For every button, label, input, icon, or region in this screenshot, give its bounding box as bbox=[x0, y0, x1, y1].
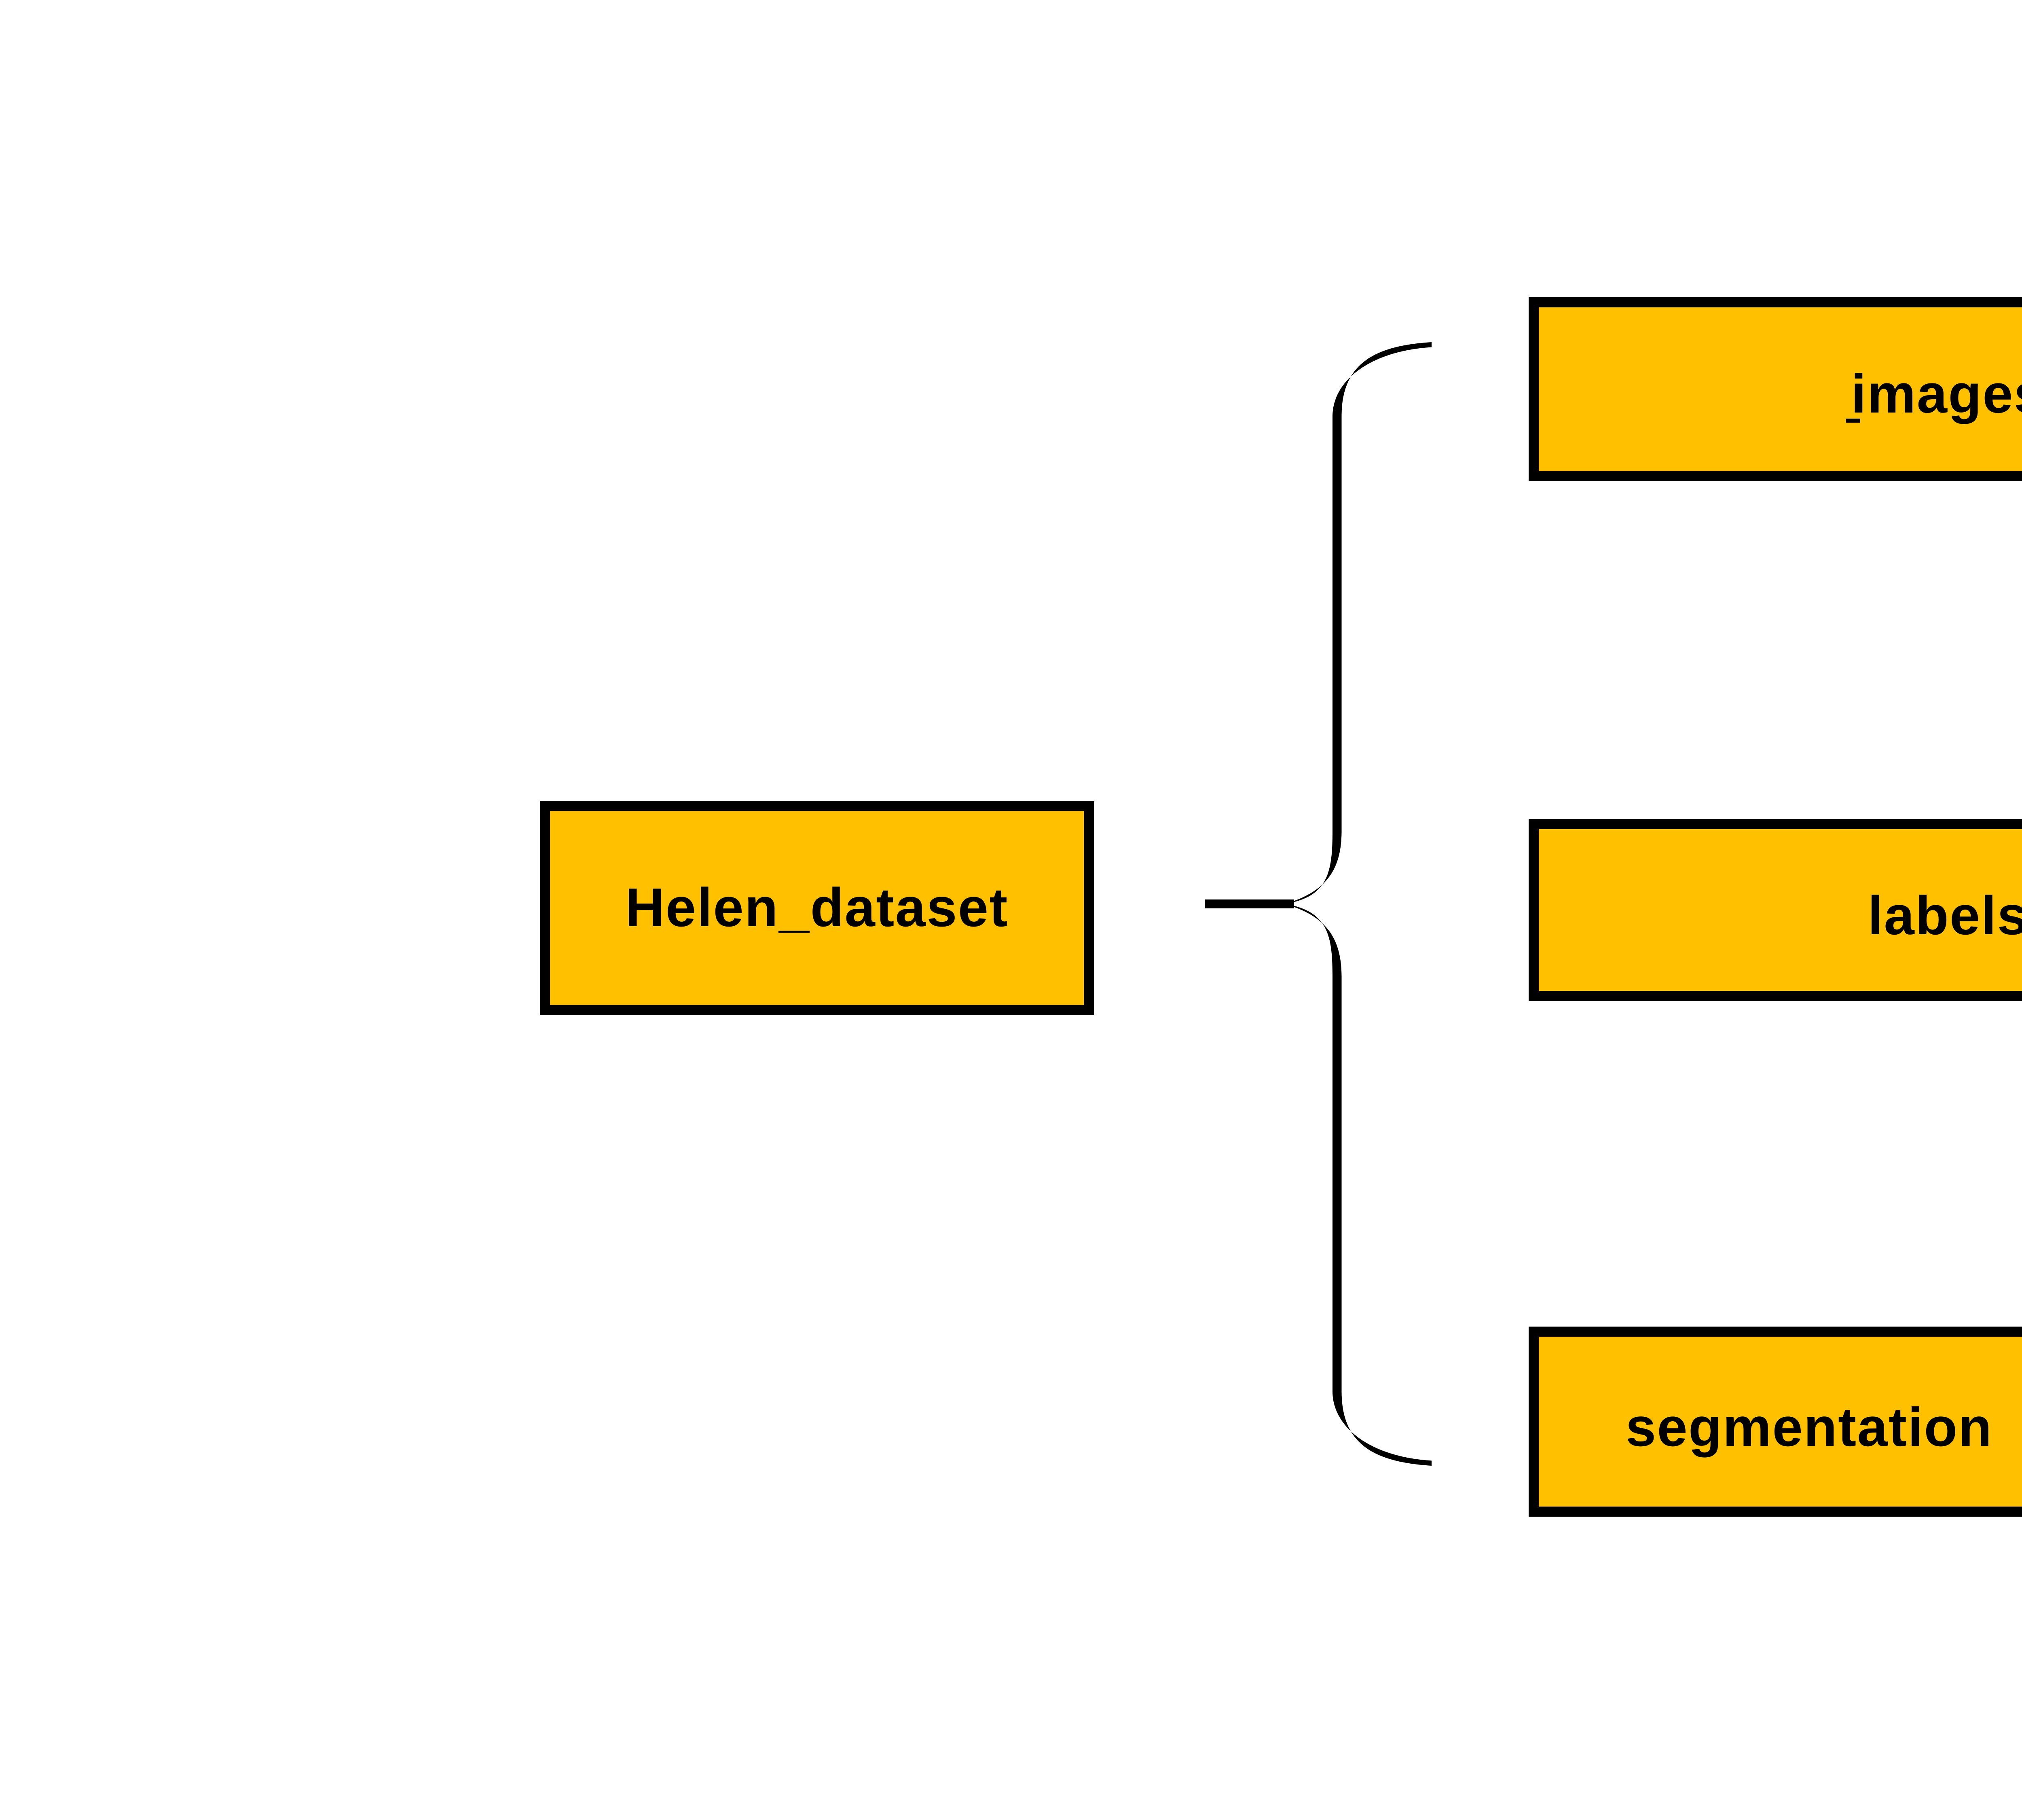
node-segmentation-label: segmentation（生成的人脸分割） bbox=[1625, 1396, 2022, 1457]
node-helen-dataset: Helen_dataset bbox=[540, 801, 1094, 1015]
node-images-label-rest: mages（原图） bbox=[1867, 364, 2022, 425]
node-segmentation: segmentation（生成的人脸分割） bbox=[1529, 1327, 2022, 1517]
node-helen-dataset-label: Helen_dataset bbox=[625, 876, 1009, 938]
node-images: images（原图） bbox=[1529, 297, 2022, 481]
connector-line bbox=[1205, 899, 1294, 908]
underlined-letter-i: i bbox=[1847, 364, 1867, 427]
curly-brace-top-half bbox=[1285, 342, 1432, 904]
curly-brace-bottom-half bbox=[1285, 904, 1432, 1466]
node-images-label: images（原图） bbox=[1847, 350, 2022, 429]
